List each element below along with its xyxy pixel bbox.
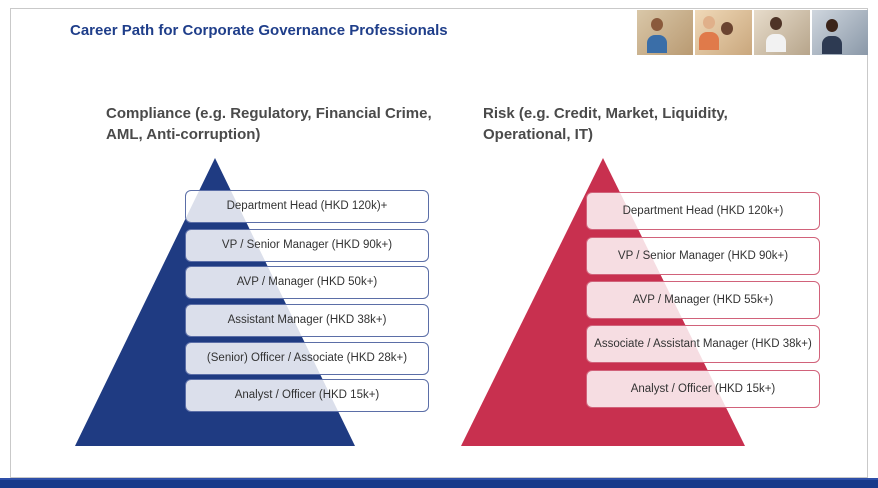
photo-panel-3 xyxy=(753,10,810,55)
photo-panel-1 xyxy=(637,10,694,55)
risk-level-associate-assistant-manager: Associate / Assistant Manager (HKD 38k+) xyxy=(586,325,820,363)
photo-panel-2 xyxy=(695,10,752,55)
compliance-level-avp-manager: AVP / Manager (HKD 50k+) xyxy=(185,266,429,299)
risk-level-department-head: Department Head (HKD 120k+) xyxy=(586,192,820,230)
photo-panel-4 xyxy=(811,10,868,55)
page-title: Career Path for Corporate Governance Pro… xyxy=(70,22,448,39)
risk-pyramid: Department Head (HKD 120k+) VP / Senior … xyxy=(461,158,820,448)
risk-level-analyst-officer: Analyst / Officer (HKD 15k+) xyxy=(586,370,820,408)
compliance-level-vp-senior-manager: VP / Senior Manager (HKD 90k+) xyxy=(185,229,429,262)
compliance-level-assistant-manager: Assistant Manager (HKD 38k+) xyxy=(185,304,429,337)
compliance-level-department-head: Department Head (HKD 120k)+ xyxy=(185,190,429,223)
compliance-pyramid: Department Head (HKD 120k)+ VP / Senior … xyxy=(75,158,429,448)
footer-bar-edge xyxy=(0,478,878,480)
compliance-level-analyst-officer: Analyst / Officer (HKD 15k+) xyxy=(185,379,429,412)
compliance-level-senior-officer-associate: (Senior) Officer / Associate (HKD 28k+) xyxy=(185,342,429,375)
risk-heading: Risk (e.g. Credit, Market, Liquidity, Op… xyxy=(483,105,728,143)
footer-bar xyxy=(0,478,878,488)
risk-level-vp-senior-manager: VP / Senior Manager (HKD 90k+) xyxy=(586,237,820,275)
compliance-heading: Compliance (e.g. Regulatory, Financial C… xyxy=(106,105,432,143)
risk-level-avp-manager: AVP / Manager (HKD 55k+) xyxy=(586,281,820,319)
team-photo-strip-icon xyxy=(637,10,868,55)
